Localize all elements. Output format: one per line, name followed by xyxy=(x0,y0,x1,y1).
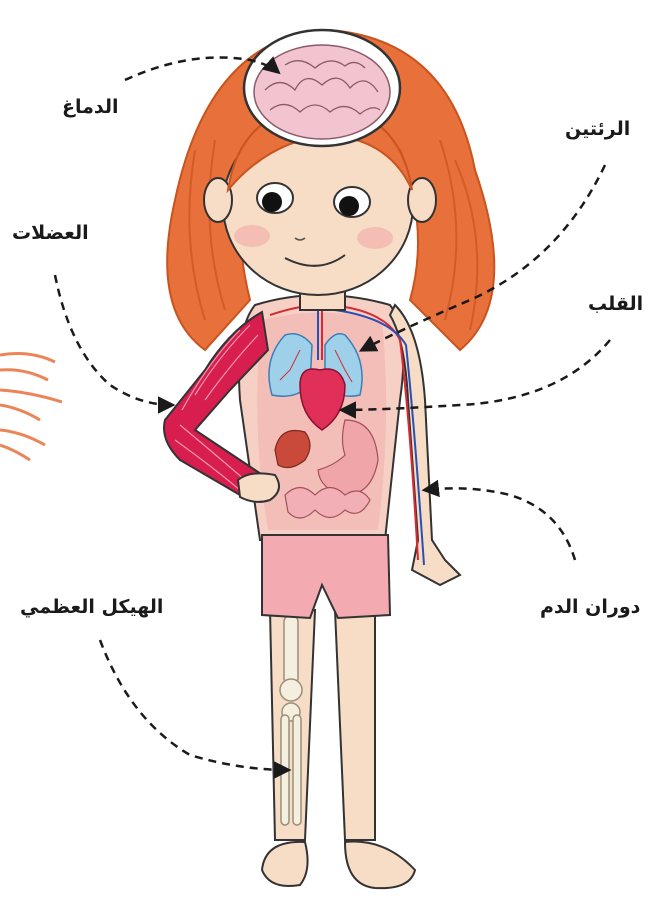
label-lungs: الرئتين xyxy=(565,118,630,140)
brain xyxy=(254,45,390,139)
label-muscles: العضلات xyxy=(12,222,89,244)
feet xyxy=(262,842,415,889)
label-skeleton: الهيكل العظمي xyxy=(20,596,163,618)
arrow-circulation xyxy=(425,488,575,560)
label-brain: الدماغ xyxy=(62,96,119,118)
label-circulation: دوران الدم xyxy=(540,596,640,618)
label-heart: القلب xyxy=(588,293,643,315)
arrow-muscles xyxy=(55,275,172,405)
left-hair-strands xyxy=(0,354,62,460)
arrow-skeleton xyxy=(100,640,288,770)
shorts xyxy=(262,535,390,618)
intestines xyxy=(285,488,370,519)
